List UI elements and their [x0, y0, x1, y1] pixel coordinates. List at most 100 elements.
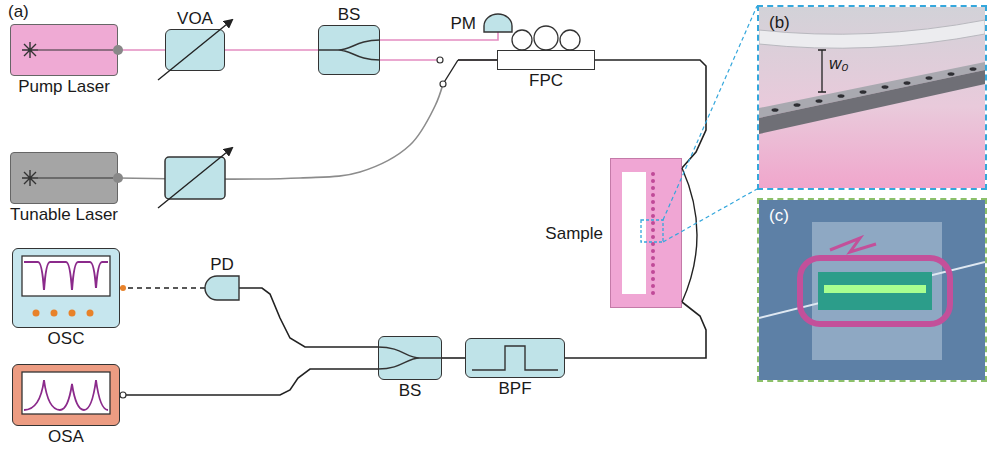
beam-side — [759, 70, 985, 134]
text-holder: w₀ — [829, 54, 848, 73]
node-label: PM — [451, 14, 477, 33]
text-holder: PD — [210, 255, 234, 274]
fiber-connector — [118, 49, 165, 51]
attenuator-box — [165, 157, 225, 199]
text-holder: (c) — [769, 206, 789, 225]
gap-marker — [818, 50, 826, 92]
tunable-laser: Tunable Laser — [10, 152, 118, 204]
fiber-connector — [442, 357, 465, 359]
node-label: w₀ — [829, 54, 848, 73]
device-render — [759, 7, 985, 188]
node-label: PD — [210, 255, 234, 274]
passband-symbol — [472, 346, 558, 370]
bandpass-filter: BPF — [465, 338, 565, 378]
node-label: (b) — [769, 13, 790, 32]
fiber-connector — [120, 287, 205, 289]
node-label: BS — [338, 5, 361, 24]
laser-fiber — [38, 49, 113, 50]
scope-screen — [22, 256, 110, 296]
fiber-taper — [759, 20, 985, 48]
beam-splitter: BS — [318, 25, 380, 75]
attenuator-arrow — [158, 20, 232, 80]
spectrum-analyzer: OSA — [12, 364, 120, 426]
oscilloscope: OSC — [12, 248, 120, 328]
cavity-glow — [824, 285, 926, 293]
inset-panel: (c) — [757, 198, 987, 382]
fiber-connector — [595, 60, 706, 168]
polarization-controller: FPC — [497, 50, 595, 70]
fiber-connector — [120, 369, 378, 395]
photodetector-body — [205, 276, 239, 300]
node-label: BS — [399, 381, 422, 400]
switch-output — [458, 59, 497, 60]
tapered-fiber — [682, 168, 697, 302]
sample-chip: Sample — [610, 158, 682, 308]
scope-buttons — [33, 310, 94, 317]
laser-star — [22, 170, 38, 186]
text-holder: BS — [338, 5, 361, 24]
spectrum-peaks — [24, 380, 108, 410]
beam-top — [759, 62, 985, 118]
fiber-connector — [565, 302, 706, 358]
transmission-dips — [24, 262, 108, 290]
text-holder: BS — [399, 381, 422, 400]
text-holder: OSA — [48, 427, 84, 446]
render-ground — [759, 7, 985, 188]
text-holder: Sample — [545, 224, 603, 243]
node-label: BPF — [498, 379, 531, 398]
laser-star — [22, 42, 38, 58]
pump-laser: Pump Laser — [10, 24, 118, 76]
zoom-box — [641, 220, 663, 242]
node-label: FPC — [529, 71, 563, 90]
node-label: Tunable Laser — [10, 205, 118, 224]
chip — [812, 222, 942, 360]
node-label: OSA — [48, 427, 84, 446]
device-photo — [759, 200, 985, 380]
attenuator-box: VOA — [165, 29, 225, 71]
power-meter-body — [484, 14, 512, 32]
fiber-loop — [512, 30, 532, 50]
text-holder: (a) — [8, 2, 29, 21]
fiber — [759, 262, 985, 318]
analyzer-screen — [22, 372, 110, 414]
text-holder: (b) — [769, 13, 790, 32]
text-holder: BPF — [498, 379, 531, 398]
text-holder: Tunable Laser — [10, 205, 118, 224]
scope-port — [120, 285, 126, 291]
fiber-port — [113, 45, 123, 55]
beam-holes — [772, 67, 977, 112]
fiber-loop — [560, 30, 580, 50]
zoom-line — [663, 6, 757, 220]
switch-lever — [443, 60, 458, 84]
laser-fiber — [38, 177, 113, 178]
text-holder: PM — [451, 14, 477, 33]
node-label: VOA — [177, 9, 213, 28]
text-holder: VOA — [177, 9, 213, 28]
photodetector-outline — [205, 276, 239, 300]
support-ring — [800, 258, 950, 324]
fiber-port — [113, 173, 123, 183]
power-meter-outline — [484, 14, 512, 32]
splitter-lines — [318, 40, 380, 60]
node-label: (c) — [769, 206, 789, 225]
fiber-connector — [225, 49, 318, 51]
fiber-loop — [534, 26, 558, 50]
fiber-holder — [830, 238, 876, 252]
node-label: Pump Laser — [18, 77, 110, 96]
sample-slot — [622, 172, 646, 294]
text-holder: FPC — [529, 71, 563, 90]
photodetector: PD — [205, 276, 239, 300]
fiber-connector — [118, 60, 497, 179]
beam-splitter: BS — [378, 336, 442, 380]
node-label: Sample — [545, 224, 603, 243]
zoom-line — [663, 189, 757, 242]
hole-column — [651, 172, 655, 295]
analyzer-port — [120, 392, 126, 398]
membrane — [818, 272, 932, 310]
text-holder: OSC — [48, 329, 85, 348]
panel-label: (a) — [8, 2, 29, 21]
node-label: OSC — [48, 329, 85, 348]
attenuator-arrow — [158, 148, 232, 208]
switch-contact — [440, 81, 446, 87]
inset-panel: (b) w₀ — [757, 5, 987, 190]
